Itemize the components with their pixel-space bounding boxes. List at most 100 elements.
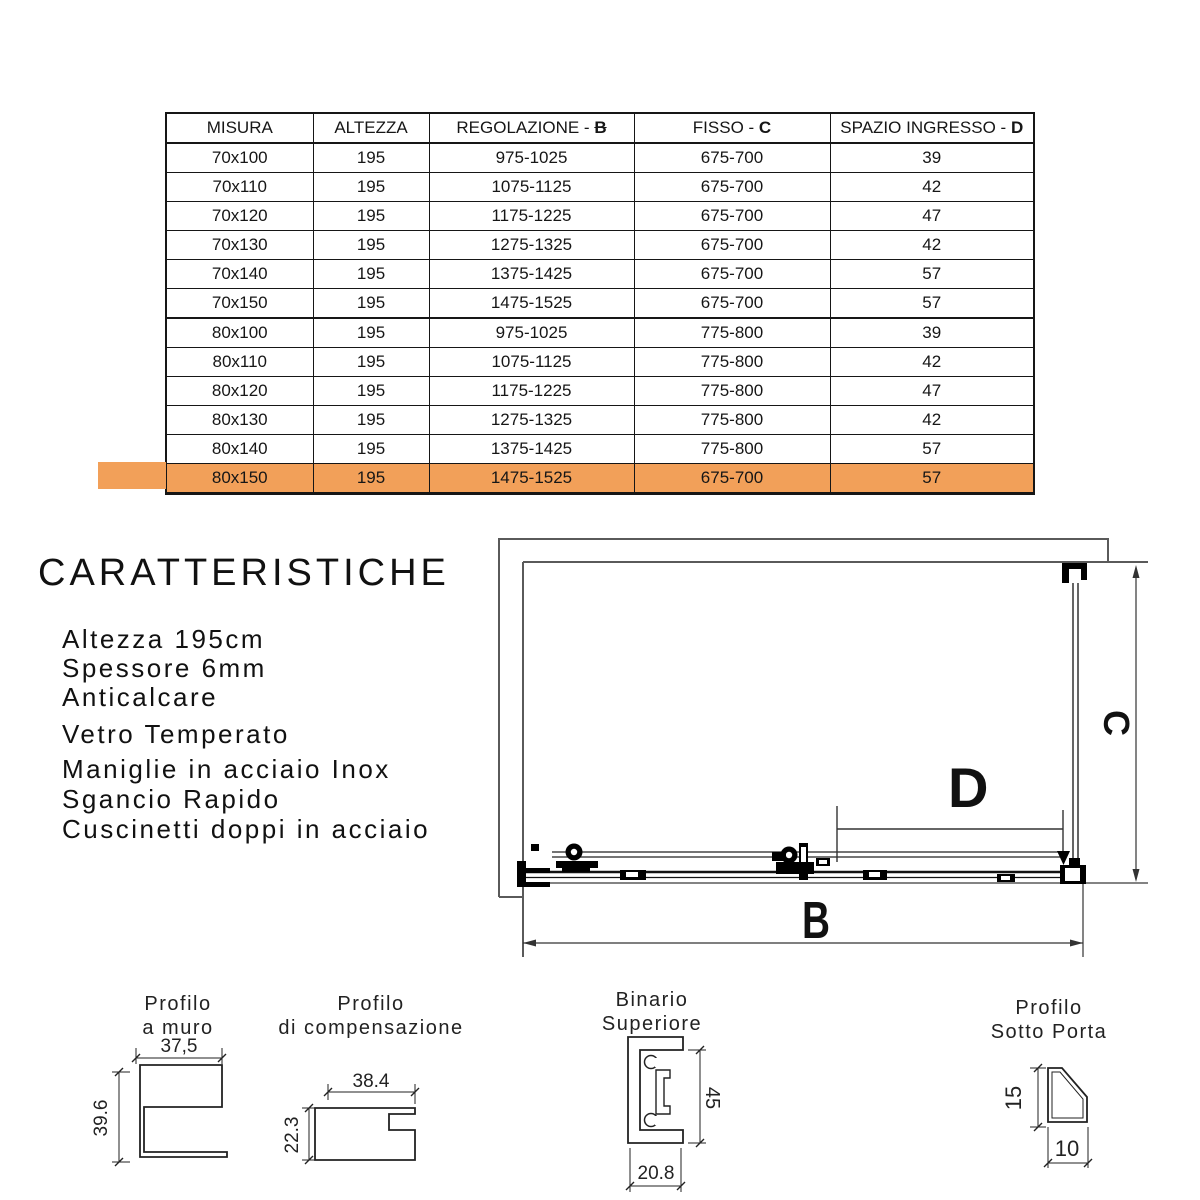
dimension-label-d: D	[948, 756, 988, 819]
table-cell: 195	[312, 347, 430, 377]
features-title: CARATTERISTICHE	[38, 552, 450, 594]
dimension-C: C	[1096, 565, 1140, 882]
under-door-profile-drawing: 15 10	[1001, 1063, 1093, 1168]
fixed-panel	[1062, 563, 1087, 867]
profile-wall-width: 37,5	[161, 1036, 198, 1057]
under-door-profile-label: Profilo Sotto Porta	[966, 996, 1132, 1044]
feature-item: Maniglie in acciaio Inox	[62, 754, 391, 784]
table-cell: 675-700	[633, 230, 831, 260]
table-cell: 675-700	[633, 142, 831, 173]
column-header: SPAZIO INGRESSO - D	[829, 112, 1035, 144]
track-left-bracket	[517, 861, 550, 887]
profile-compensation-drawing: 38.4 22.3	[282, 1071, 420, 1165]
table-cell: 195	[312, 142, 430, 173]
table-cell: 39	[829, 142, 1035, 173]
table-cell: 80x140	[165, 434, 314, 464]
table-cell: 195	[312, 463, 430, 494]
track-right-cap	[1060, 865, 1086, 884]
table-cell: 1175-1225	[428, 201, 635, 231]
table-cell: 975-1025	[428, 317, 635, 348]
table-cell: 775-800	[633, 347, 831, 377]
top-rail-width: 20.8	[638, 1163, 675, 1184]
table-cell: 1475-1525	[428, 288, 635, 319]
table-cell: 195	[312, 201, 430, 231]
table-cell: 1475-1525	[428, 463, 635, 494]
table-cell: 1175-1225	[428, 376, 635, 406]
table-cell: 70x130	[165, 230, 314, 260]
profile-compensation-width: 38.4	[353, 1071, 390, 1092]
under-door-height: 15	[1001, 1086, 1026, 1110]
table-cell: 80x120	[165, 376, 314, 406]
table-cell: 80x110	[165, 347, 314, 377]
under-door-profile-label-line1: Profilo	[1015, 997, 1083, 1019]
table-cell: 57	[829, 259, 1035, 289]
table-cell: 57	[829, 288, 1035, 319]
table-cell: 195	[312, 434, 430, 464]
table-cell: 80x130	[165, 405, 314, 435]
top-rail-label: Binario Superiore	[576, 988, 728, 1036]
table-cell: 57	[829, 434, 1035, 464]
table-cell: 775-800	[633, 405, 831, 435]
table-cell: 775-800	[633, 317, 831, 348]
left-roller	[556, 843, 598, 872]
under-door-width: 10	[1055, 1136, 1079, 1161]
middle-roller	[772, 843, 830, 880]
table-cell: 775-800	[633, 376, 831, 406]
enclosure-diagram: C D B	[498, 538, 1148, 957]
table-cell: 80x150	[165, 463, 314, 494]
table-cell: 57	[829, 463, 1035, 494]
table-cell: 70x110	[165, 172, 314, 202]
table-cell: 195	[312, 317, 430, 348]
feature-item: Altezza 195cm	[62, 624, 266, 654]
top-rail-label-line1: Binario	[615, 989, 689, 1011]
back-sheet	[498, 538, 1109, 898]
dimension-label-b: B	[802, 892, 830, 950]
profile-wall-label-line2: a muro	[142, 1017, 214, 1039]
column-header: ALTEZZA	[312, 112, 430, 144]
table-cell: 70x140	[165, 259, 314, 289]
top-rail-height: 45	[701, 1087, 723, 1109]
table-cell: 1275-1325	[428, 405, 635, 435]
profile-compensation-height: 22.3	[282, 1117, 303, 1154]
dimension-label-c: C	[1096, 710, 1137, 736]
table-cell: 39	[829, 317, 1035, 348]
profiles-diagram: 37,5 39.6 38.4 22.3 45 20.8	[91, 1036, 1093, 1192]
table-cell: 70x120	[165, 201, 314, 231]
sliding-track	[517, 843, 1086, 887]
profile-compensation-label: Profilo di compensazione	[278, 992, 464, 1040]
under-door-profile-label-line2: Sotto Porta	[990, 1021, 1108, 1043]
table-cell: 775-800	[633, 434, 831, 464]
top-rail-drawing: 45 20.8	[625, 1036, 723, 1192]
feature-item: Vetro Temperato	[62, 719, 290, 749]
front-sheet	[522, 561, 1148, 957]
column-header: REGOLAZIONE - B	[428, 112, 635, 144]
table-cell: 195	[312, 230, 430, 260]
feature-item: Cuscinetti doppi in acciaio	[62, 814, 431, 844]
table-cell: 42	[829, 405, 1035, 435]
table-cell: 675-700	[633, 259, 831, 289]
profile-wall-height: 39.6	[91, 1100, 112, 1137]
table-cell: 42	[829, 172, 1035, 202]
profile-wall-label-line1: Profilo	[144, 993, 212, 1015]
profile-compensation-label-line2: di compensazione	[278, 1017, 464, 1039]
feature-item: Sgancio Rapido	[62, 784, 281, 814]
table-cell: 1375-1425	[428, 259, 635, 289]
table-cell: 195	[312, 259, 430, 289]
table-cell: 195	[312, 172, 430, 202]
table-cell: 42	[829, 347, 1035, 377]
table-cell: 675-700	[633, 288, 831, 319]
profile-compensation-label-line1: Profilo	[337, 993, 405, 1015]
